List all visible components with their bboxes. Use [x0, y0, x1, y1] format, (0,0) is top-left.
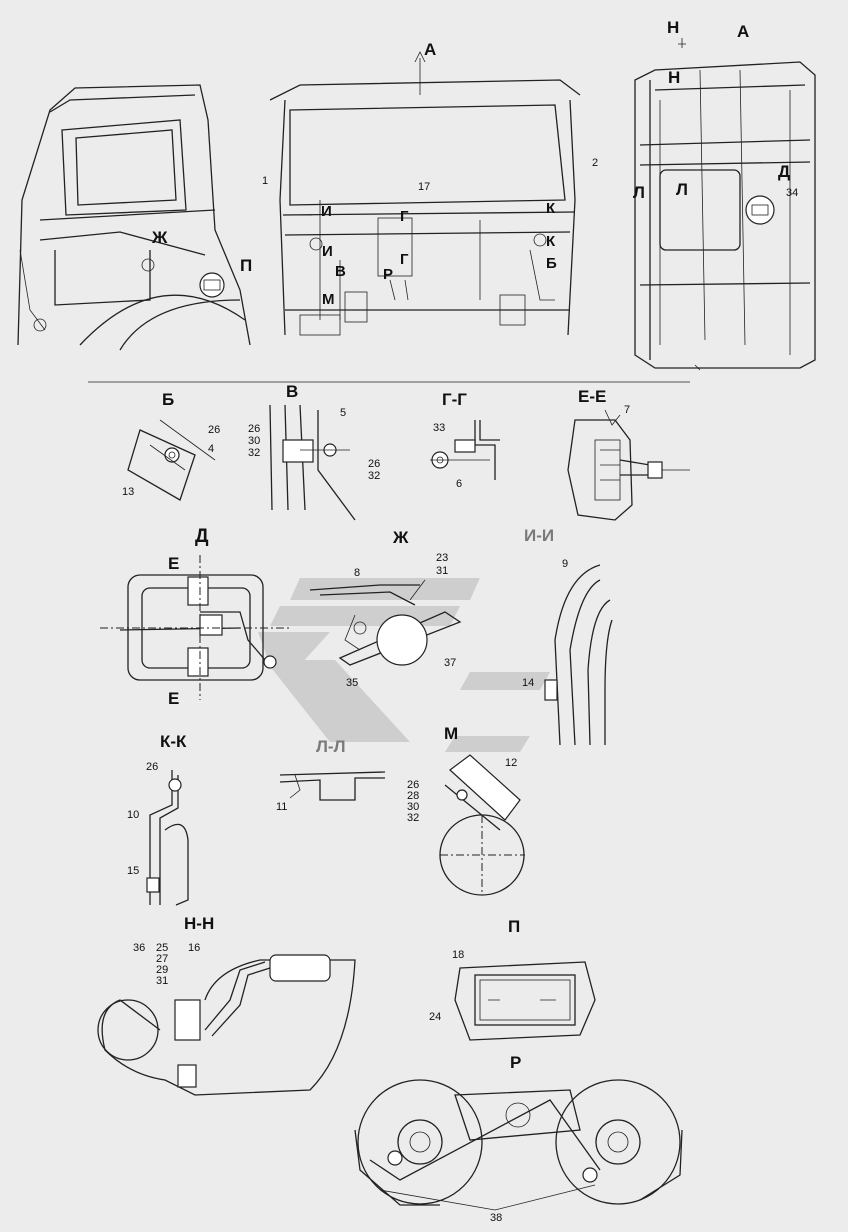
section-title-r: Р [510, 1053, 522, 1072]
callout-m-26: 26 [407, 779, 420, 791]
cab-rear-view [269, 51, 581, 336]
detail-zh [309, 579, 462, 666]
callout-zh-35: 35 [346, 677, 359, 689]
callout-n-16: 16 [188, 942, 201, 954]
callout-1: 1 [262, 175, 269, 187]
view-a-right-label: A [737, 22, 750, 41]
section-e-marker-bottom: Е [168, 689, 180, 708]
callout-g-33: 33 [433, 422, 446, 434]
callout-v-32a: 32 [248, 447, 261, 459]
section-title-v: В [286, 382, 299, 401]
detail-v [269, 404, 356, 521]
section-title-nn: Н-Н [184, 914, 215, 933]
detail-d-marker: Д [778, 162, 791, 181]
section-i-marker-1: И [321, 203, 332, 220]
section-i-marker-2: И [322, 243, 333, 260]
callout-k-15: 15 [127, 865, 140, 877]
callout-zh-8: 8 [354, 567, 361, 579]
callout-l-11: 11 [276, 801, 288, 813]
detail-zh-marker: Ж [152, 228, 168, 247]
cab-back-wall-view [634, 38, 816, 371]
callout-i-9: 9 [562, 558, 569, 570]
callout-b-13: 13 [122, 486, 135, 498]
cab-side-view [17, 84, 251, 351]
section-title-zh: Ж [393, 528, 409, 547]
callout-v-26b: 26 [368, 458, 381, 470]
section-title-p: П [508, 917, 521, 936]
callout-m-28: 28 [407, 790, 420, 802]
callout-v-5: 5 [340, 407, 347, 419]
section-title-d: Д [195, 526, 209, 547]
callout-34: 34 [786, 187, 799, 199]
detail-b [127, 419, 216, 501]
section-title-ii: И-И [524, 526, 555, 545]
section-title-ee: Е-Е [578, 387, 607, 406]
detail-kk [146, 770, 189, 906]
callout-e-7: 7 [624, 404, 631, 416]
callout-k-26: 26 [146, 761, 159, 773]
callout-r-38: 38 [490, 1212, 503, 1224]
section-g-marker-2: Г [400, 251, 409, 268]
callout-g-6: 6 [456, 478, 463, 490]
section-l-marker-1: Л [633, 183, 645, 202]
callout-2: 2 [592, 157, 599, 169]
section-k-marker-1: К [546, 200, 556, 217]
callout-i-14: 14 [522, 677, 535, 689]
detail-r [354, 1079, 683, 1211]
detail-ii [544, 564, 613, 746]
view-a-top-label: A [424, 40, 437, 59]
detail-r-marker: Р [383, 266, 394, 283]
detail-v-marker: В [335, 263, 346, 280]
section-title-b: Б [162, 390, 175, 409]
callout-m-12: 12 [505, 757, 518, 769]
callout-b-26: 26 [208, 424, 221, 436]
callout-n-31: 31 [156, 975, 169, 987]
detail-nn [97, 954, 356, 1096]
detail-ll [279, 771, 386, 801]
callout-n-29: 29 [156, 964, 169, 976]
detail-gg [430, 420, 500, 480]
section-title-kk: К-К [160, 732, 187, 751]
callout-v-26a: 26 [248, 423, 261, 435]
callout-n-27: 27 [156, 953, 169, 965]
detail-d [100, 555, 290, 700]
detail-ee [567, 409, 690, 521]
detail-b-marker: Б [546, 255, 557, 272]
detail-m-marker: М [322, 291, 335, 308]
callout-zh-23: 23 [436, 552, 449, 564]
detail-p-marker: П [240, 256, 253, 275]
callout-m-30: 30 [407, 801, 420, 813]
section-e-marker-top: Е [168, 554, 180, 573]
callout-v-32b: 32 [368, 470, 381, 482]
callout-zh-31: 31 [436, 565, 449, 577]
section-n-marker: Н [668, 68, 681, 87]
section-title-gg: Г-Г [442, 390, 467, 409]
detail-m [439, 754, 525, 896]
callout-v-30: 30 [248, 435, 261, 447]
section-k-marker-2: К [546, 233, 556, 250]
callout-p-18: 18 [452, 949, 465, 961]
callout-zh-37: 37 [444, 657, 457, 669]
section-title-ll: Л-Л [316, 737, 346, 756]
callout-b-4: 4 [208, 443, 215, 455]
detail-p [454, 961, 596, 1041]
section-g-marker-1: Г [400, 208, 409, 225]
section-l-marker-2: Л [676, 180, 688, 199]
callout-m-32: 32 [407, 812, 420, 824]
callout-k-10: 10 [127, 809, 140, 821]
callout-p-24: 24 [429, 1011, 442, 1023]
callout-n-36: 36 [133, 942, 146, 954]
callout-17: 17 [418, 181, 431, 193]
callout-n-25: 25 [156, 942, 169, 954]
section-n-marker-top: Н [667, 18, 680, 37]
section-title-m: М [444, 724, 459, 743]
